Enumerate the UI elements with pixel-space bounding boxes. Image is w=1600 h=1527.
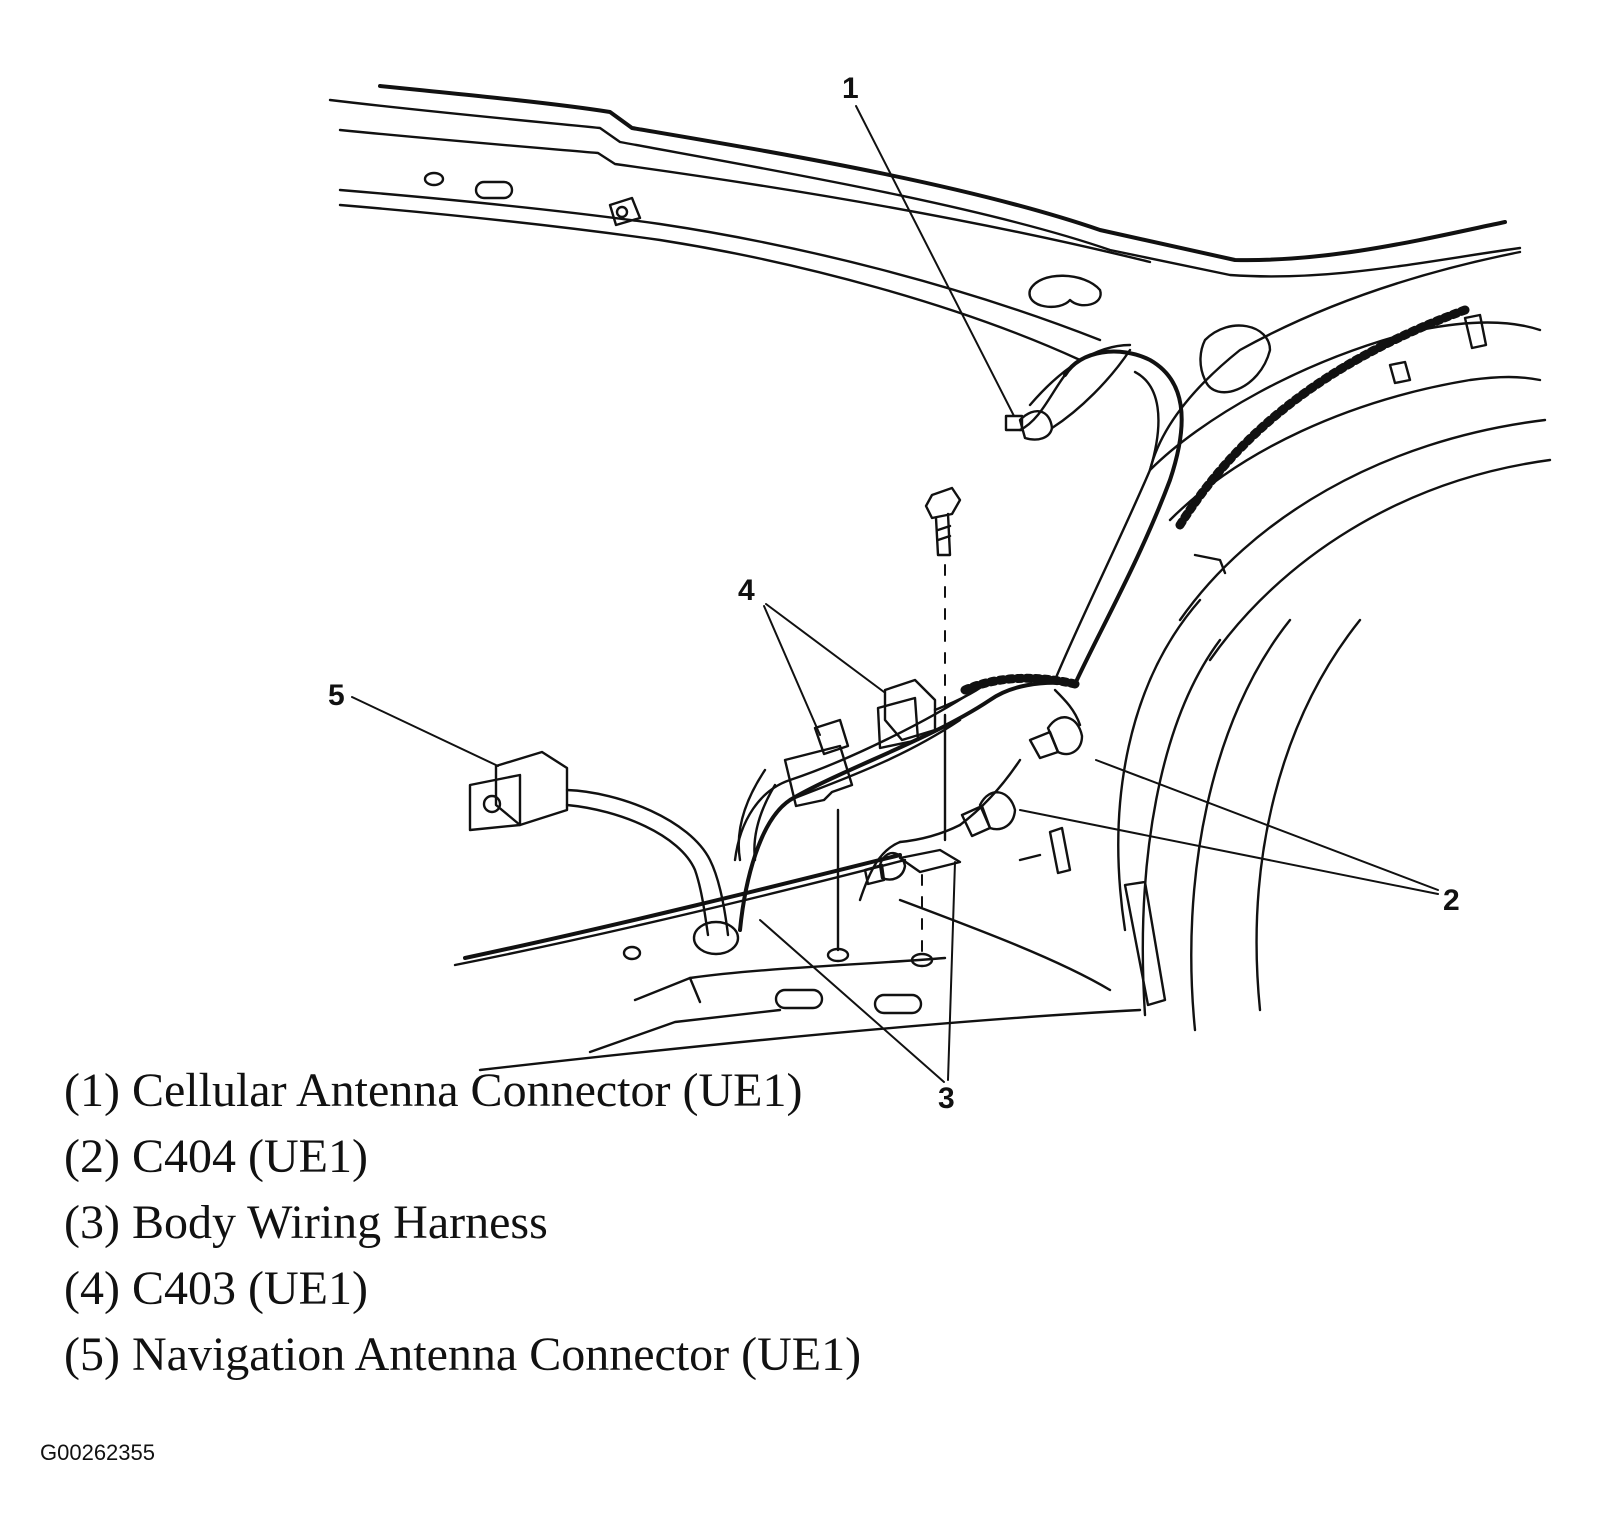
callout-2: 2 xyxy=(1019,759,1460,917)
callout-5: 5 xyxy=(328,679,499,767)
c404-connectors xyxy=(863,716,1084,886)
callout-label-3: 3 xyxy=(938,1082,955,1115)
callout-1: 1 xyxy=(842,72,1015,417)
body-wiring-harness xyxy=(733,349,1184,932)
callout-4: 4 xyxy=(738,574,885,736)
legend-item-1: (1) Cellular Antenna Connector (UE1) xyxy=(64,1064,803,1117)
legend-item-4: (4) C403 (UE1) xyxy=(64,1262,368,1315)
legend-item-5: (5) Navigation Antenna Connector (UE1) xyxy=(64,1328,862,1381)
figure-id: G00262355 xyxy=(40,1440,155,1465)
callout-label-5: 5 xyxy=(328,679,345,712)
callout-label-4: 4 xyxy=(738,574,755,607)
cellular-antenna-connector xyxy=(1004,343,1132,441)
callout-label-2: 2 xyxy=(1443,884,1460,917)
body-arch xyxy=(1018,305,1552,1032)
callout-label-1: 1 xyxy=(842,72,859,105)
mounting-bolt xyxy=(826,486,962,968)
roof-rail-panel xyxy=(328,84,1522,472)
floor-panel xyxy=(453,853,1142,1072)
legend-item-3: (3) Body Wiring Harness xyxy=(64,1196,548,1249)
legend-list: (1) Cellular Antenna Connector (UE1) (2)… xyxy=(64,1058,861,1388)
callout-3: 3 xyxy=(759,861,956,1115)
c403-connectors xyxy=(737,678,992,862)
navigation-antenna-connector xyxy=(468,750,730,937)
legend-item-2: (2) C404 (UE1) xyxy=(64,1130,368,1183)
